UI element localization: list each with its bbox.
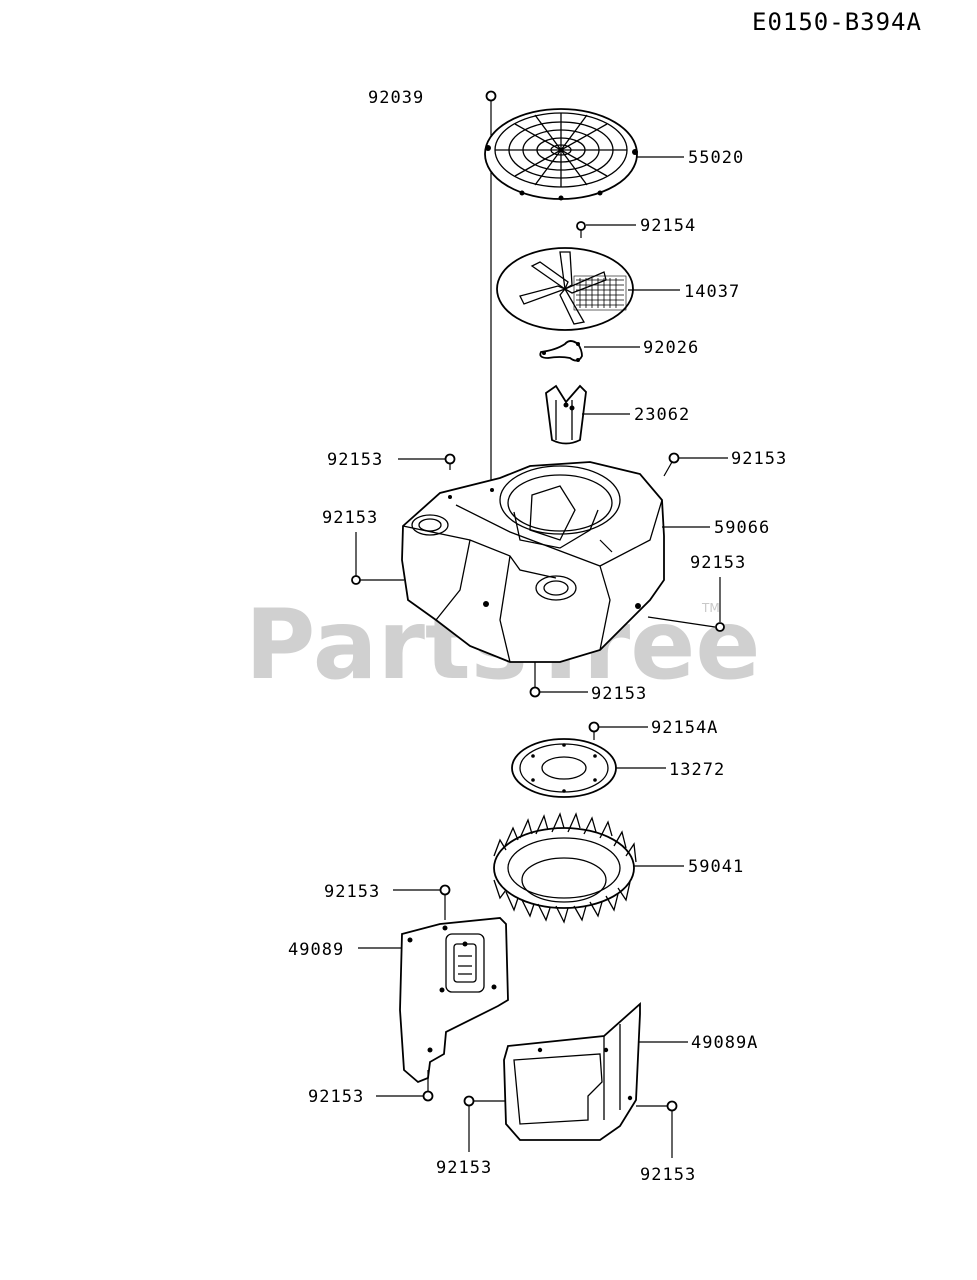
label-92153-d: 92153 — [690, 553, 746, 573]
label-92154A: 92154A — [651, 718, 718, 738]
diagram-code: E0150-B394A — [752, 8, 922, 36]
part-92154A-bolt[interactable] — [588, 721, 649, 741]
label-92153-c: 92153 — [322, 508, 378, 528]
label-92154: 92154 — [640, 216, 696, 236]
label-92153-i: 92153 — [640, 1165, 696, 1185]
part-92153-bolt-i[interactable] — [636, 1100, 678, 1159]
label-92153-e: 92153 — [591, 684, 647, 704]
part-92153-bolt-e[interactable] — [529, 662, 589, 698]
label-92153-h: 92153 — [436, 1158, 492, 1178]
part-59066-housing[interactable] — [401, 461, 710, 663]
label-59041: 59041 — [688, 857, 744, 877]
part-49089-shroud[interactable] — [358, 917, 509, 1084]
label-92026: 92026 — [643, 338, 699, 358]
label-59066: 59066 — [714, 518, 770, 538]
label-92153-b: 92153 — [731, 449, 787, 469]
label-92153-a: 92153 — [327, 450, 383, 470]
part-59041-fan[interactable] — [493, 812, 684, 924]
part-92153-bolt-h[interactable] — [463, 1095, 507, 1153]
label-23062: 23062 — [634, 405, 690, 425]
label-14037: 14037 — [684, 282, 740, 302]
label-49089: 49089 — [288, 940, 344, 960]
part-92153-bolt-d[interactable] — [647, 577, 725, 632]
label-92039: 92039 — [368, 88, 424, 108]
part-92153-bolt-b[interactable] — [663, 452, 728, 477]
watermark-tm: TM — [701, 601, 720, 615]
part-92153-bolt-c[interactable] — [351, 532, 404, 585]
part-92153-bolt-a[interactable] — [398, 453, 456, 471]
label-92153-f: 92153 — [324, 882, 380, 902]
part-92153-bolt-g[interactable] — [376, 1070, 434, 1102]
part-13272-plate[interactable] — [511, 738, 666, 798]
label-13272: 13272 — [669, 760, 725, 780]
label-92153-g: 92153 — [308, 1087, 364, 1107]
part-92154-bolt[interactable] — [576, 221, 636, 238]
label-55020: 55020 — [688, 148, 744, 168]
label-49089A: 49089A — [691, 1033, 758, 1053]
part-92026-spacer[interactable] — [539, 340, 640, 362]
part-55020-screen[interactable] — [484, 108, 684, 201]
part-23062-guide[interactable] — [545, 384, 630, 445]
part-92153-bolt-f[interactable] — [393, 884, 451, 921]
part-14037-plate[interactable] — [496, 247, 680, 331]
part-49089A-shroud[interactable] — [503, 1001, 688, 1141]
